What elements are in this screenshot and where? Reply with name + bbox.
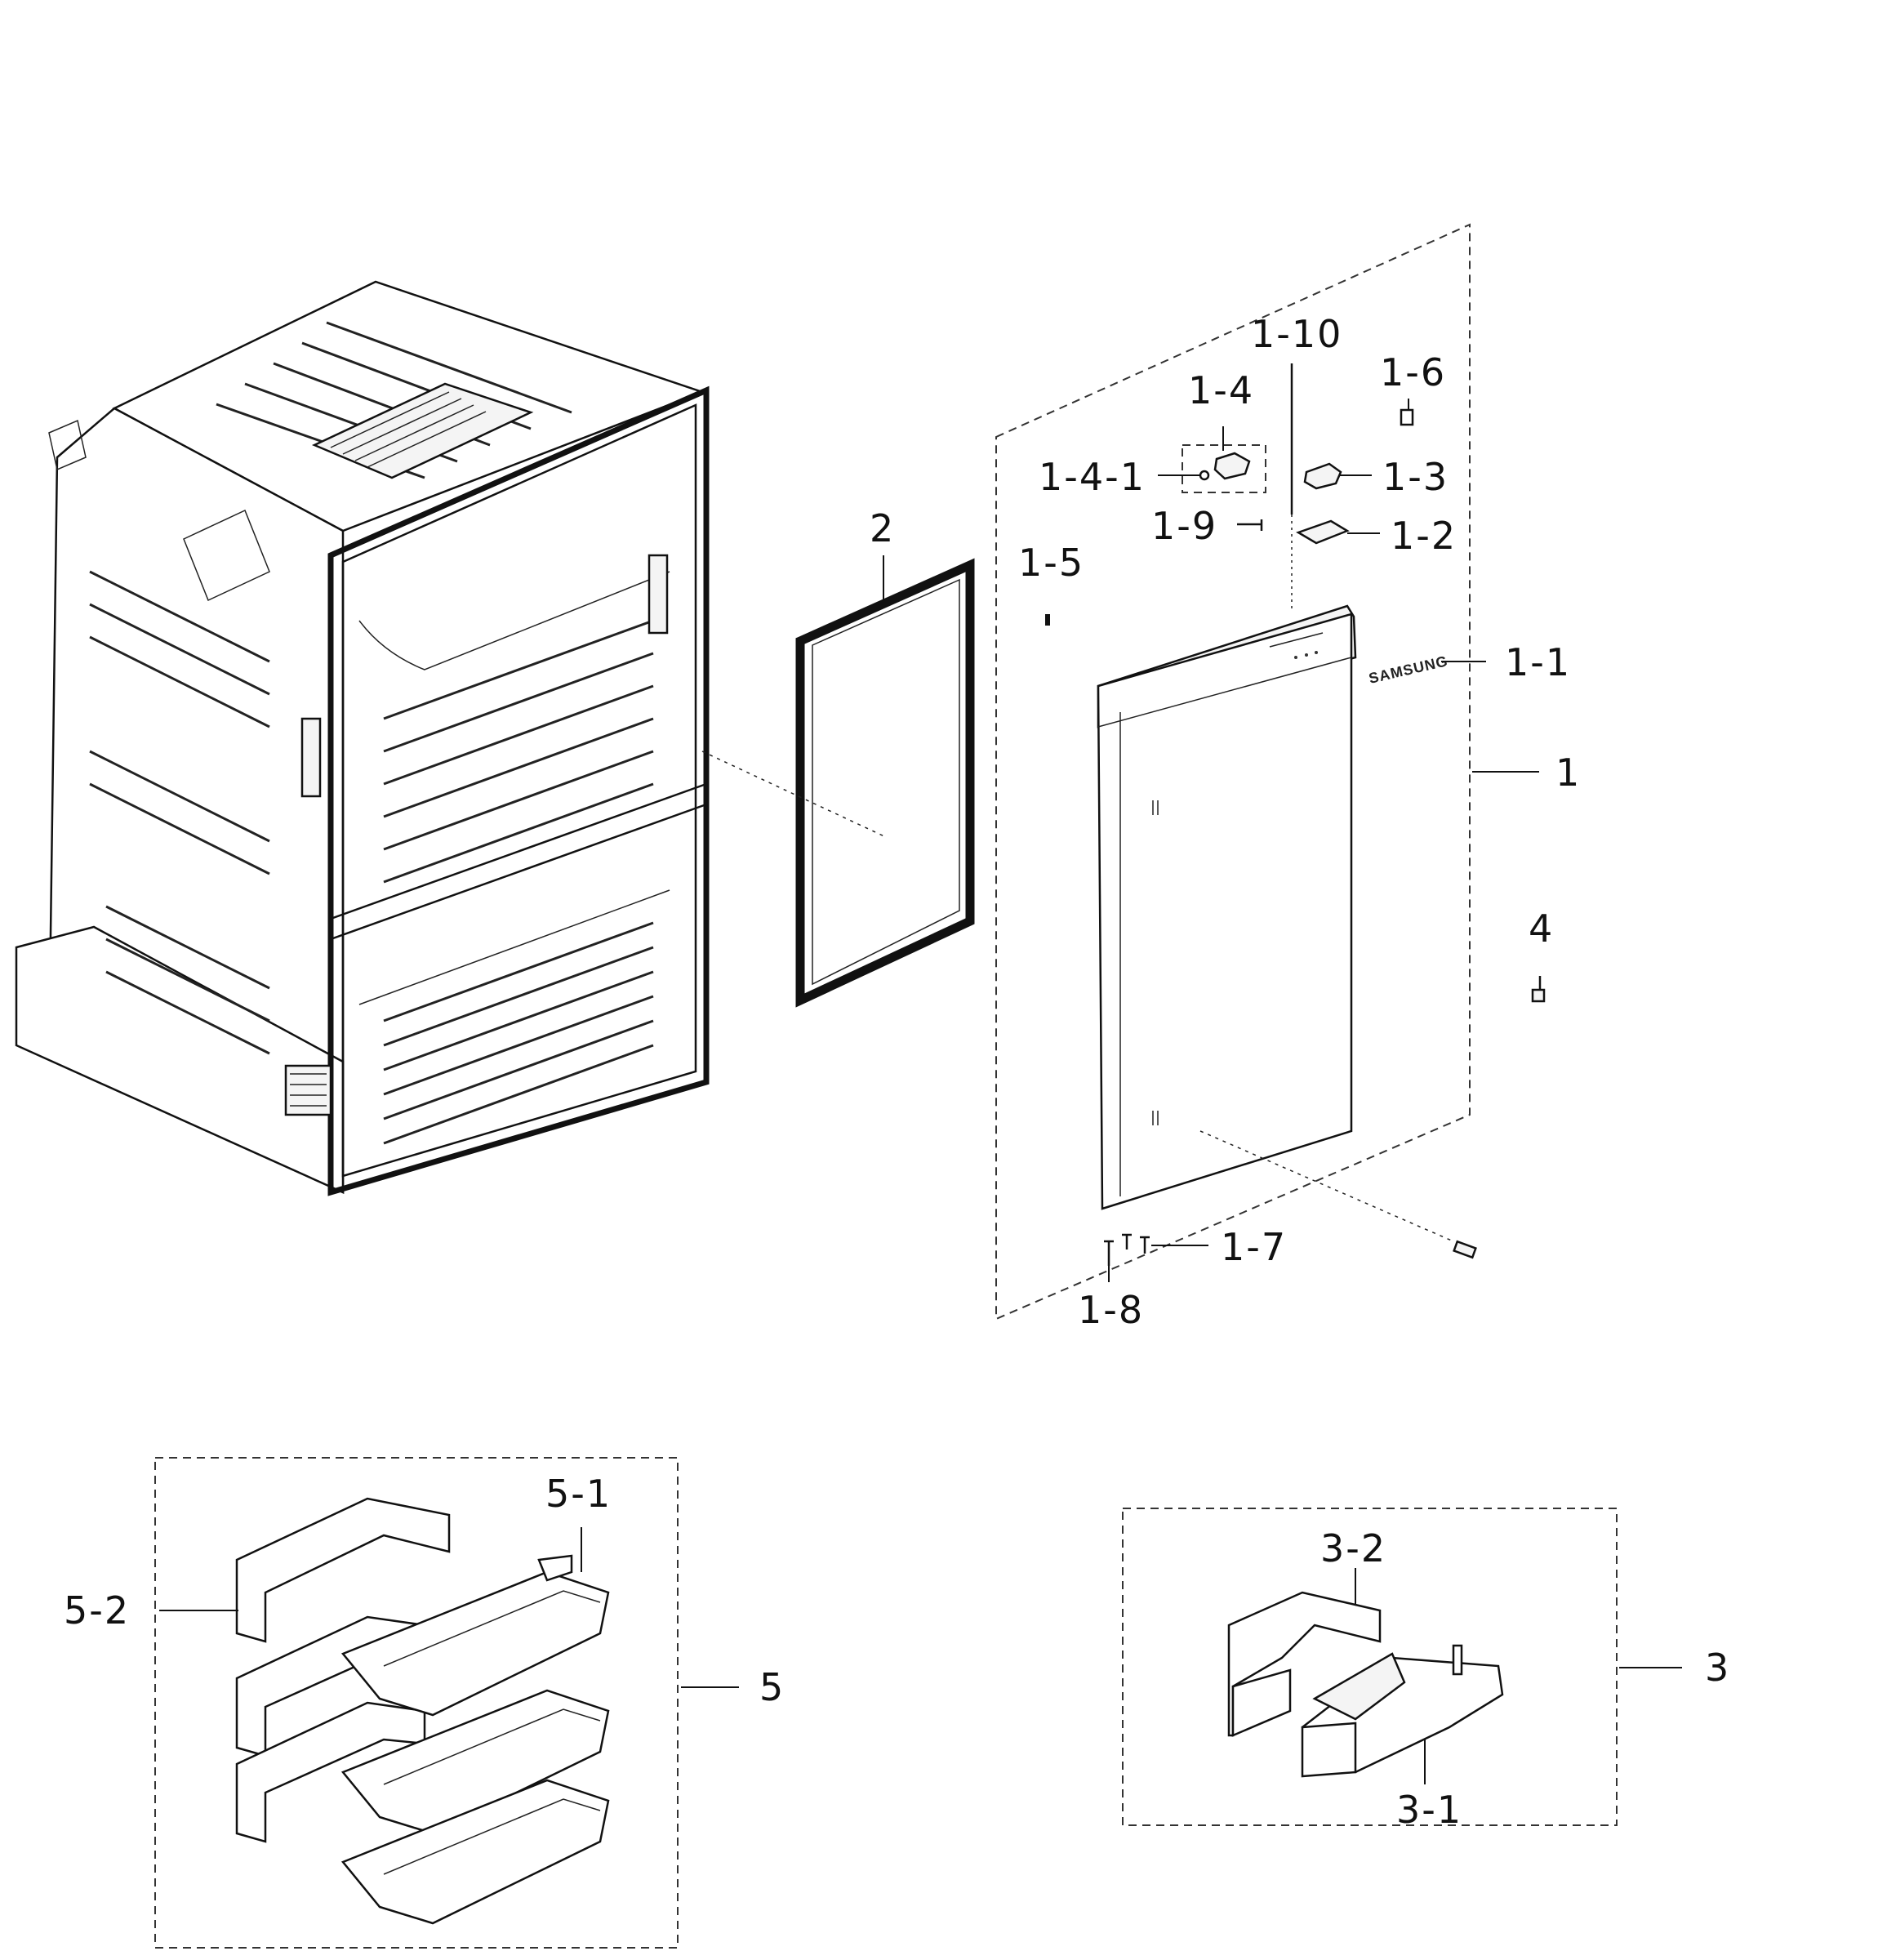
callout-1-4: 1-4 — [1188, 368, 1254, 412]
brand-mark: SAMSUNG — [1367, 653, 1449, 687]
callout-3-2: 3-2 — [1320, 1526, 1386, 1570]
callout-1-9: 1-9 — [1151, 504, 1217, 548]
callout-5-1: 5-1 — [545, 1472, 612, 1516]
door-gasket — [701, 558, 975, 1008]
callout-1-7: 1-7 — [1221, 1225, 1287, 1269]
callout-1: 1 — [1555, 751, 1581, 795]
callout-1-8: 1-8 — [1078, 1288, 1144, 1332]
callout-5-2: 5-2 — [64, 1588, 130, 1633]
callout-1-4-1: 1-4-1 — [1039, 455, 1146, 499]
callout-1-5: 1-5 — [1018, 541, 1084, 585]
callout-2: 2 — [870, 506, 895, 550]
hinge-parts — [1045, 363, 1546, 1266]
callout-labels: 1-10 1-6 1-4 1-4-1 1-3 1-9 1-2 1-5 2 1-1… — [64, 312, 1730, 1832]
door-bin-assembly-3 — [1122, 1508, 1618, 1826]
callout-4: 4 — [1529, 906, 1554, 951]
callout-1-1: 1-1 — [1505, 640, 1571, 684]
callout-1-2: 1-2 — [1391, 514, 1457, 558]
callout-5: 5 — [759, 1665, 785, 1709]
callout-1-6: 1-6 — [1380, 350, 1446, 394]
callout-1-10: 1-10 — [1251, 312, 1342, 356]
leader-lines — [159, 399, 1682, 1784]
callout-1-3: 1-3 — [1382, 455, 1449, 499]
refrigerator-cabinet — [15, 280, 710, 1196]
door-bin-assembly-5 — [154, 1457, 679, 1949]
callout-3-1: 3-1 — [1396, 1788, 1462, 1832]
callout-3: 3 — [1705, 1646, 1730, 1690]
